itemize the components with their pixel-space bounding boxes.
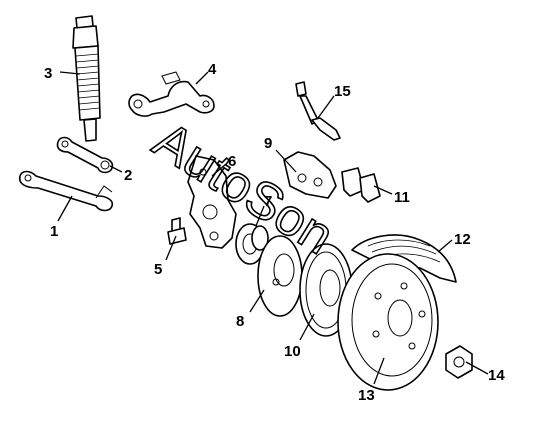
callout-labels: 1 2 3 4 5 6 7 8 9 10 11 12 13 14 15	[44, 61, 505, 404]
brake-hose-icon	[295, 81, 341, 141]
callout-14: 14	[488, 367, 505, 384]
callout-9: 9	[264, 135, 272, 152]
callout-1: 1	[50, 223, 58, 240]
callout-15: 15	[334, 83, 351, 100]
callout-5: 5	[154, 261, 162, 278]
callout-11: 11	[394, 189, 410, 206]
callout-8: 8	[236, 313, 244, 330]
wheel-hub-icon	[235, 223, 269, 265]
hub-cap-icon	[445, 345, 473, 379]
callout-6: 6	[228, 153, 236, 170]
upper-link-icon	[56, 136, 114, 174]
brake-caliper-icon	[283, 151, 337, 199]
callout-10: 10	[284, 343, 301, 360]
callout-13: 13	[358, 387, 375, 404]
steering-knuckle-icon	[187, 155, 237, 249]
brake-pads-icon	[341, 167, 381, 203]
callout-7: 7	[264, 193, 272, 210]
wheel-rim-icon	[337, 253, 439, 391]
lower-link-icon	[18, 170, 114, 212]
shock-absorber-icon	[72, 15, 101, 142]
control-arm-icon	[128, 71, 215, 117]
callout-3: 3	[44, 65, 52, 82]
callout-4: 4	[208, 61, 217, 78]
callout-12: 12	[454, 231, 471, 248]
leader-lines	[57, 71, 489, 385]
bolt-icon	[167, 217, 187, 245]
callout-2: 2	[124, 167, 132, 184]
